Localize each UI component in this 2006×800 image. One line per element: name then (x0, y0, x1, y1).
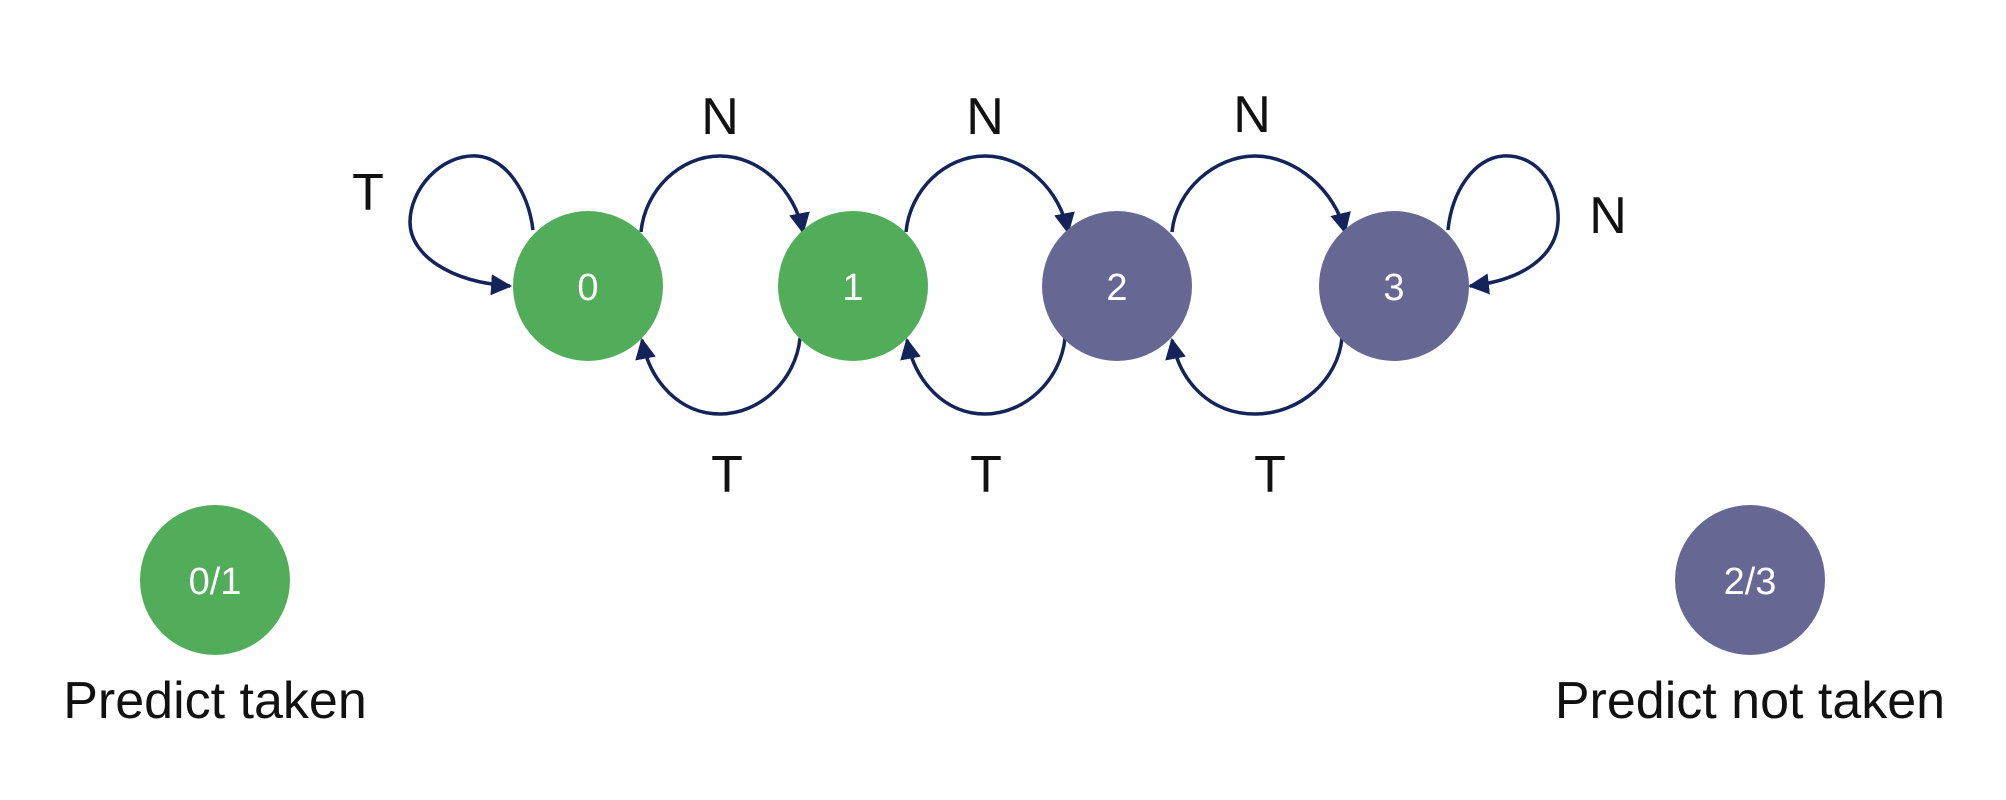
edge-1-to-0 (635, 337, 802, 416)
legend-circle-not-taken (1675, 505, 1825, 655)
state-label-0: 0 (577, 267, 598, 309)
edge-label-1-to-0: T (711, 446, 743, 504)
legend-caption-not-taken: Predict not taken (1555, 672, 1945, 730)
edge-label-self-loop-3: N (1589, 187, 1627, 245)
edge-labels: T N N N N T T T (352, 86, 1627, 504)
legend-item-not-taken: 2/3 Predict not taken (1555, 505, 1945, 730)
state-label-2: 2 (1106, 267, 1127, 309)
state-label-3: 3 (1383, 267, 1404, 309)
state-nodes: 0 1 2 3 (513, 211, 1469, 361)
edge-label-0-to-1: N (701, 88, 739, 146)
edge-2-to-3 (1170, 154, 1351, 235)
state-node-0: 0 (513, 211, 663, 361)
legend-circle-taken (140, 505, 290, 655)
legend-label-taken: 0/1 (189, 561, 242, 603)
edge-label-3-to-2: T (1254, 446, 1286, 504)
edge-self-loop-0 (408, 154, 535, 296)
edges (408, 154, 1560, 416)
state-node-3: 3 (1319, 211, 1469, 361)
edge-self-loop-3 (1446, 154, 1560, 295)
state-node-1: 1 (778, 211, 928, 361)
state-circle-3 (1319, 211, 1469, 361)
state-circle-0 (513, 211, 663, 361)
edge-0-to-1 (639, 154, 810, 235)
legend-item-taken: 0/1 Predict taken (63, 505, 367, 730)
legend-caption-taken: Predict taken (63, 672, 367, 730)
edge-label-self-loop-0: T (352, 164, 384, 222)
state-circle-2 (1042, 211, 1192, 361)
legend: 0/1 Predict taken 2/3 Predict not taken (63, 505, 1945, 730)
legend-label-not-taken: 2/3 (1724, 561, 1777, 603)
edge-label-1-to-2: N (966, 88, 1004, 146)
edge-1-to-2 (904, 154, 1075, 235)
state-circle-1 (778, 211, 928, 361)
edge-label-2-to-1: T (970, 446, 1002, 504)
edge-label-2-to-3: N (1233, 86, 1271, 144)
edge-2-to-1 (900, 337, 1067, 416)
state-node-2: 2 (1042, 211, 1192, 361)
edge-3-to-2 (1165, 337, 1344, 416)
state-label-1: 1 (842, 267, 863, 309)
